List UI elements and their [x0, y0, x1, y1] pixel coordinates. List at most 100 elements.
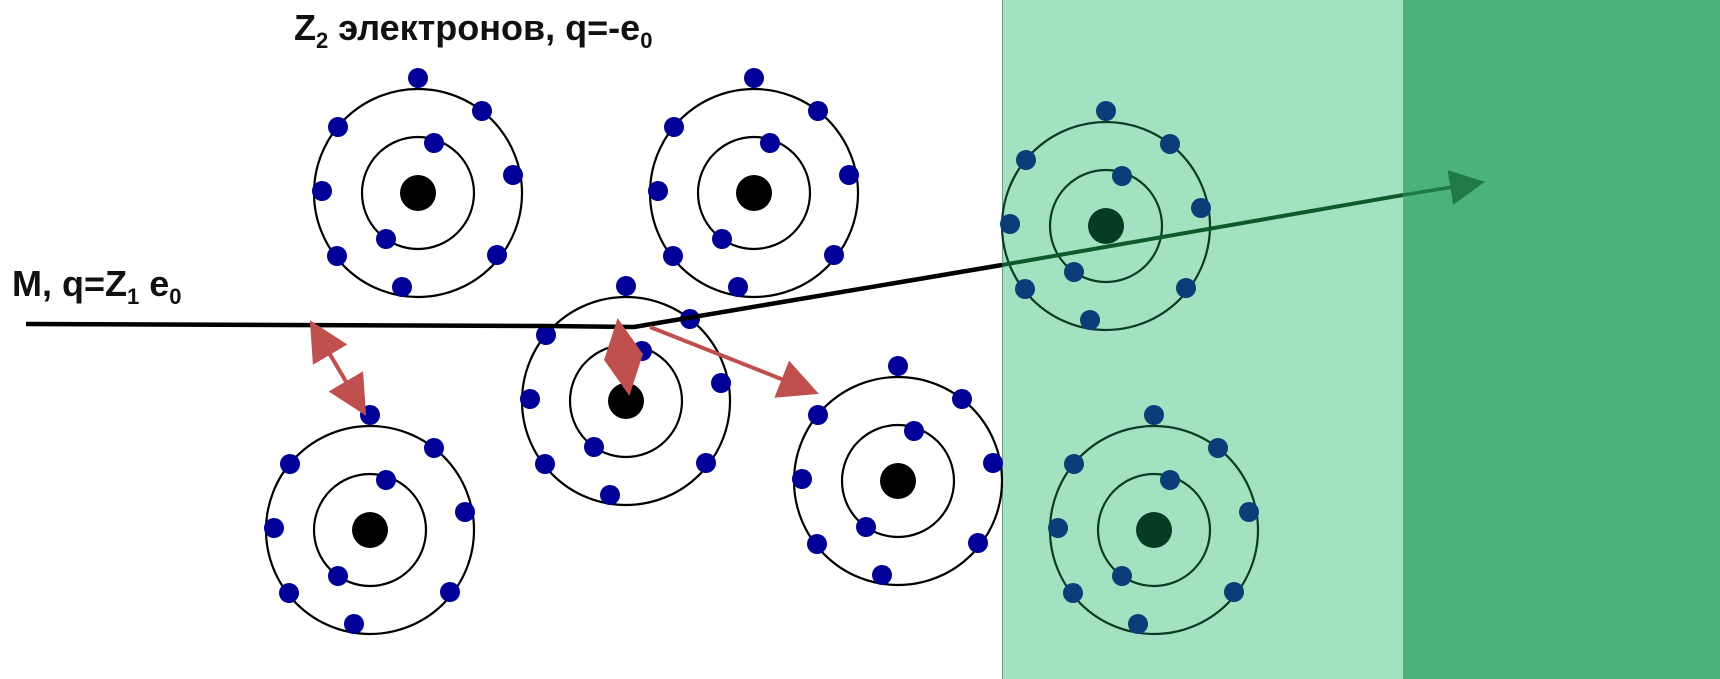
electron — [1063, 583, 1083, 603]
electron — [824, 245, 844, 265]
electron — [663, 246, 683, 266]
electron — [856, 517, 876, 537]
electron — [455, 502, 475, 522]
electron — [280, 454, 300, 474]
electrons — [792, 356, 1003, 585]
electron — [472, 101, 492, 121]
electrons — [312, 68, 523, 297]
electron — [279, 583, 299, 603]
interaction-arrow-left — [309, 320, 367, 416]
electrons — [520, 276, 731, 505]
electron — [616, 276, 636, 296]
inner-orbit — [840, 423, 956, 539]
electron — [1096, 101, 1116, 121]
particle-trajectory — [25, 170, 1485, 330]
electron — [792, 469, 812, 489]
interaction-arrows — [309, 318, 819, 416]
electron — [711, 373, 731, 393]
particle-label-prefix: M, q=Z — [12, 263, 127, 304]
nucleus — [608, 383, 644, 419]
electron — [1000, 214, 1020, 234]
electron — [408, 68, 428, 88]
atom-bottom-right — [792, 356, 1004, 587]
electron — [1015, 279, 1035, 299]
electron — [872, 565, 892, 585]
particle-label: M, q=Z1 e0 — [12, 263, 182, 308]
electron — [1208, 438, 1228, 458]
electron — [344, 614, 364, 634]
electron — [360, 405, 380, 425]
electron — [760, 133, 780, 153]
atom-top-left — [312, 68, 524, 299]
nucleus — [352, 512, 388, 548]
electron — [328, 566, 348, 586]
interaction-arrow-center — [603, 318, 644, 396]
nucleus — [1136, 512, 1172, 548]
electron — [904, 421, 924, 441]
atom-band-lower — [1048, 405, 1260, 636]
electron — [839, 165, 859, 185]
atom-band-upper — [1000, 101, 1212, 332]
electron — [327, 246, 347, 266]
particle-label-mid: e — [139, 263, 170, 304]
electron — [1112, 166, 1132, 186]
electron — [376, 470, 396, 490]
electron — [264, 518, 284, 538]
electron — [664, 117, 684, 137]
electron — [1239, 502, 1259, 522]
electron — [600, 485, 620, 505]
electron — [487, 245, 507, 265]
electron — [376, 229, 396, 249]
electron — [952, 389, 972, 409]
atom-bottom-left — [264, 405, 476, 636]
electron — [1160, 470, 1180, 490]
trajectory-light-layer — [1001, 193, 1404, 267]
electron — [328, 117, 348, 137]
electron — [888, 356, 908, 376]
inner-orbit — [1048, 168, 1164, 284]
electron — [807, 534, 827, 554]
electron — [1128, 614, 1148, 634]
electron — [1176, 278, 1196, 298]
electron — [1080, 310, 1100, 330]
electrons — [264, 405, 475, 634]
electron — [696, 453, 716, 473]
electron — [728, 277, 748, 297]
electron — [424, 133, 444, 153]
inner-orbit — [360, 135, 476, 251]
electrons-label: Z2 электронов, q=-e0 — [294, 7, 652, 52]
nucleus — [1088, 208, 1124, 244]
nucleus — [736, 175, 772, 211]
electrons — [1048, 405, 1259, 634]
particle-label-subscript-2: 0 — [169, 284, 182, 309]
electron — [584, 437, 604, 457]
electron — [312, 181, 332, 201]
electron — [744, 68, 764, 88]
electron — [424, 438, 444, 458]
electron — [1064, 454, 1084, 474]
electron — [536, 325, 556, 345]
electron — [968, 533, 988, 553]
electrons-label-subscript: 2 — [316, 28, 329, 53]
electron — [808, 101, 828, 121]
electron — [440, 582, 460, 602]
trajectory-vacuum — [25, 262, 1003, 330]
inner-orbit — [312, 472, 428, 588]
particle-label-subscript: 1 — [127, 284, 140, 309]
electron — [632, 341, 652, 361]
electron — [503, 165, 523, 185]
electron — [1224, 582, 1244, 602]
electrons — [1000, 101, 1211, 330]
material-layer-dark — [1403, 0, 1720, 679]
electrons-label-symbol: Z — [294, 7, 316, 48]
inner-orbit — [1096, 472, 1212, 588]
atom-top-middle — [648, 68, 860, 299]
inner-orbit — [696, 135, 812, 251]
electrons-label-subscript-2: 0 — [640, 28, 653, 53]
atom-center — [520, 276, 732, 507]
nucleus — [880, 463, 916, 499]
electrons — [648, 68, 859, 297]
electron — [1191, 198, 1211, 218]
electron — [808, 405, 828, 425]
